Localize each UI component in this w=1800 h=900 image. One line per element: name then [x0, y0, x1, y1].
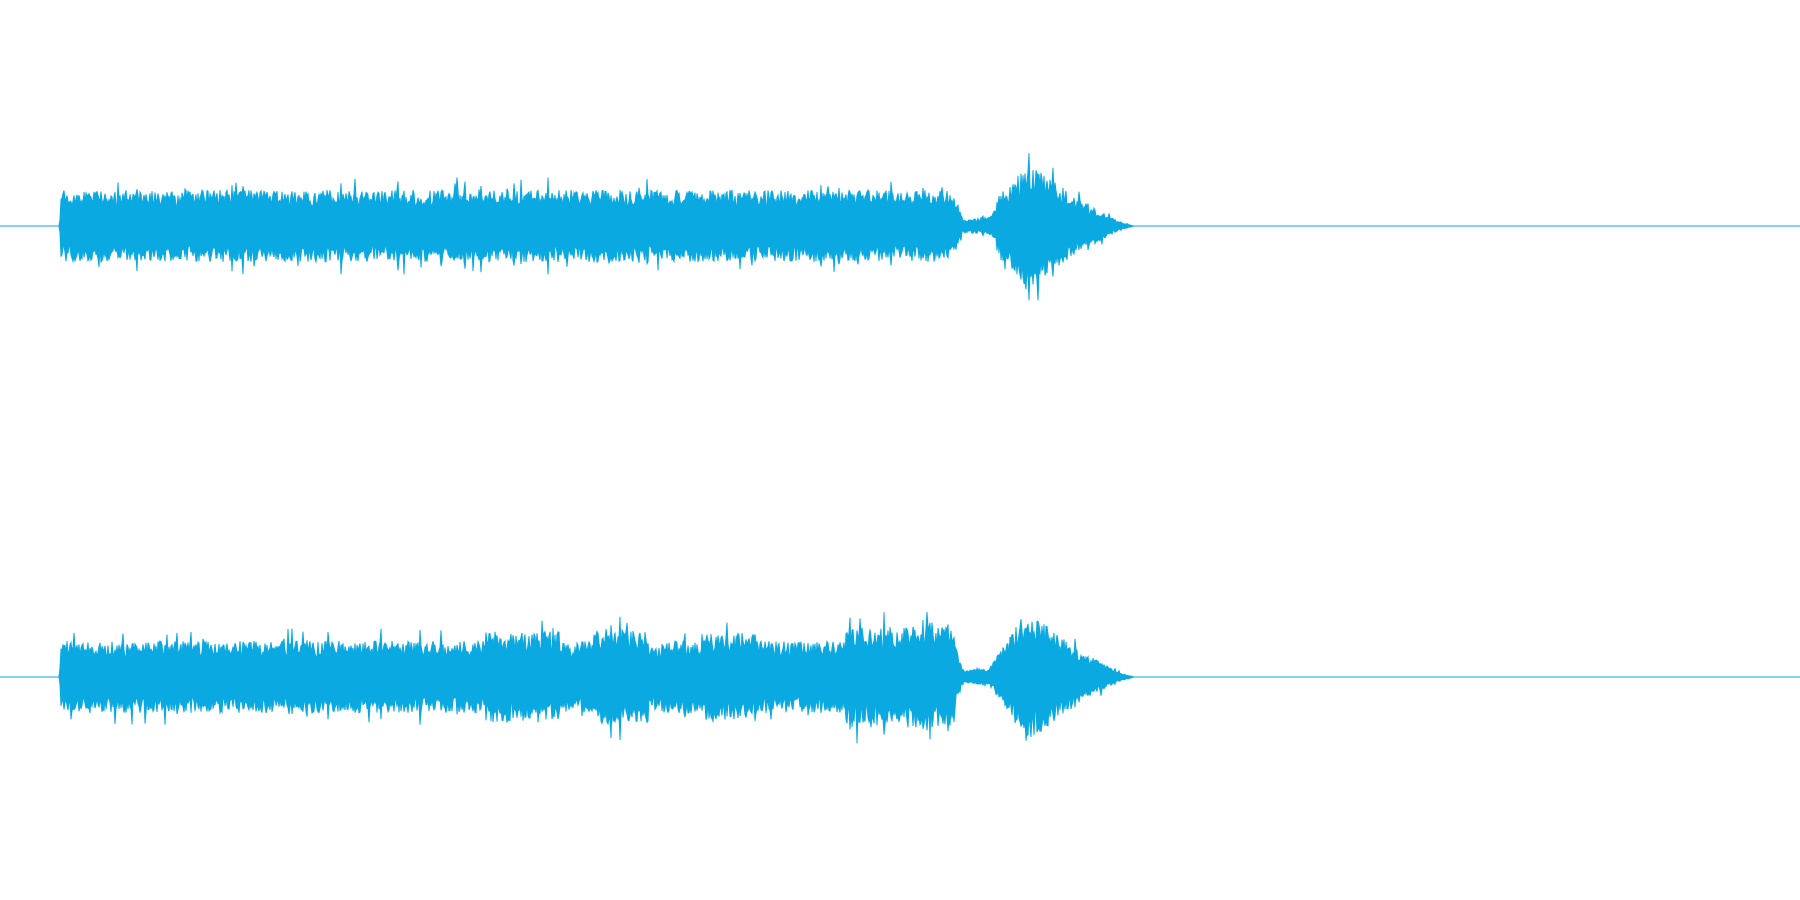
channel-1-signal [0, 153, 1800, 301]
channel-2-waveform [0, 611, 1800, 744]
channel-2-signal [0, 611, 1800, 744]
channel-1-waveform [0, 153, 1800, 301]
